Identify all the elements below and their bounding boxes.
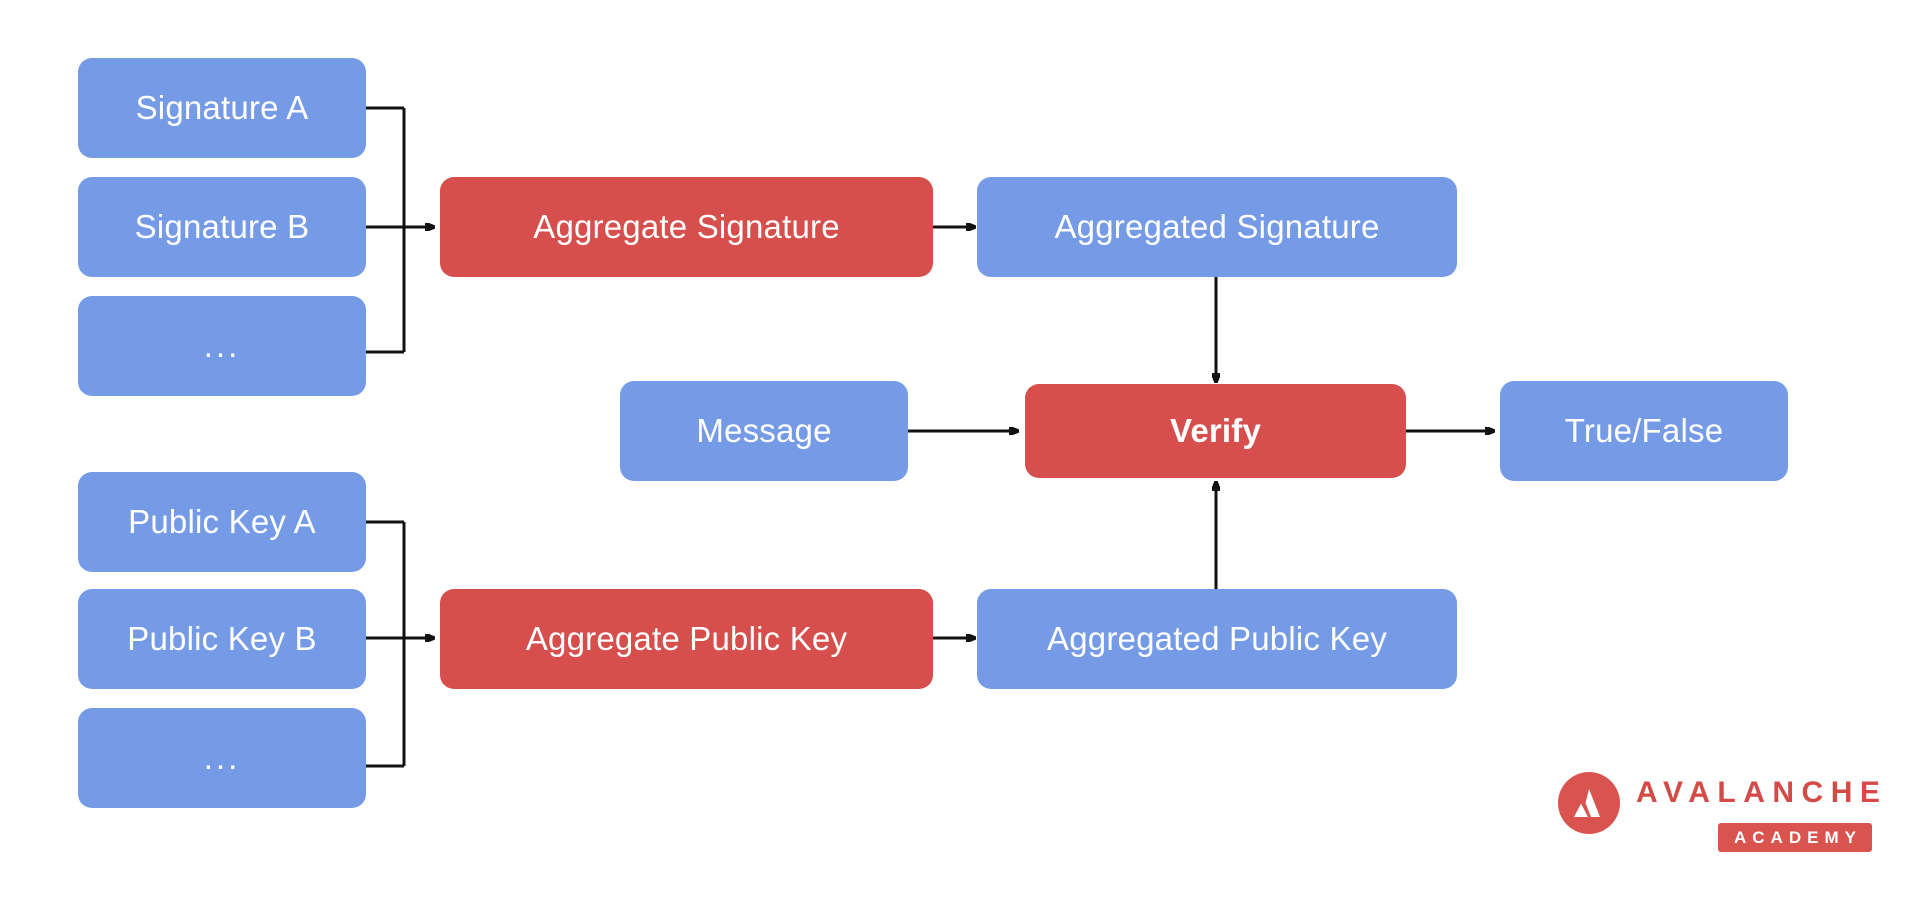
node-public-key-a[interactable]: Public Key A: [78, 472, 366, 572]
logo-wordmark: AVALANCHE: [1636, 776, 1888, 809]
node-public-key-more[interactable]: ...: [78, 708, 366, 808]
node-aggregate-signature[interactable]: Aggregate Signature: [440, 177, 933, 277]
node-verify[interactable]: Verify: [1025, 384, 1406, 478]
node-signature-a[interactable]: Signature A: [78, 58, 366, 158]
node-message[interactable]: Message: [620, 381, 908, 481]
avalanche-logo-icon: [1558, 772, 1620, 834]
node-result[interactable]: True/False: [1500, 381, 1788, 481]
node-aggregated-public-key[interactable]: Aggregated Public Key: [977, 589, 1457, 689]
node-aggregated-signature[interactable]: Aggregated Signature: [977, 177, 1457, 277]
node-public-key-b[interactable]: Public Key B: [78, 589, 366, 689]
node-signature-b[interactable]: Signature B: [78, 177, 366, 277]
node-signature-more[interactable]: ...: [78, 296, 366, 396]
avalanche-academy-logo: AVALANCHE ACADEMY: [1558, 768, 1880, 860]
logo-subtitle-badge: ACADEMY: [1718, 823, 1872, 852]
node-aggregate-public-key[interactable]: Aggregate Public Key: [440, 589, 933, 689]
